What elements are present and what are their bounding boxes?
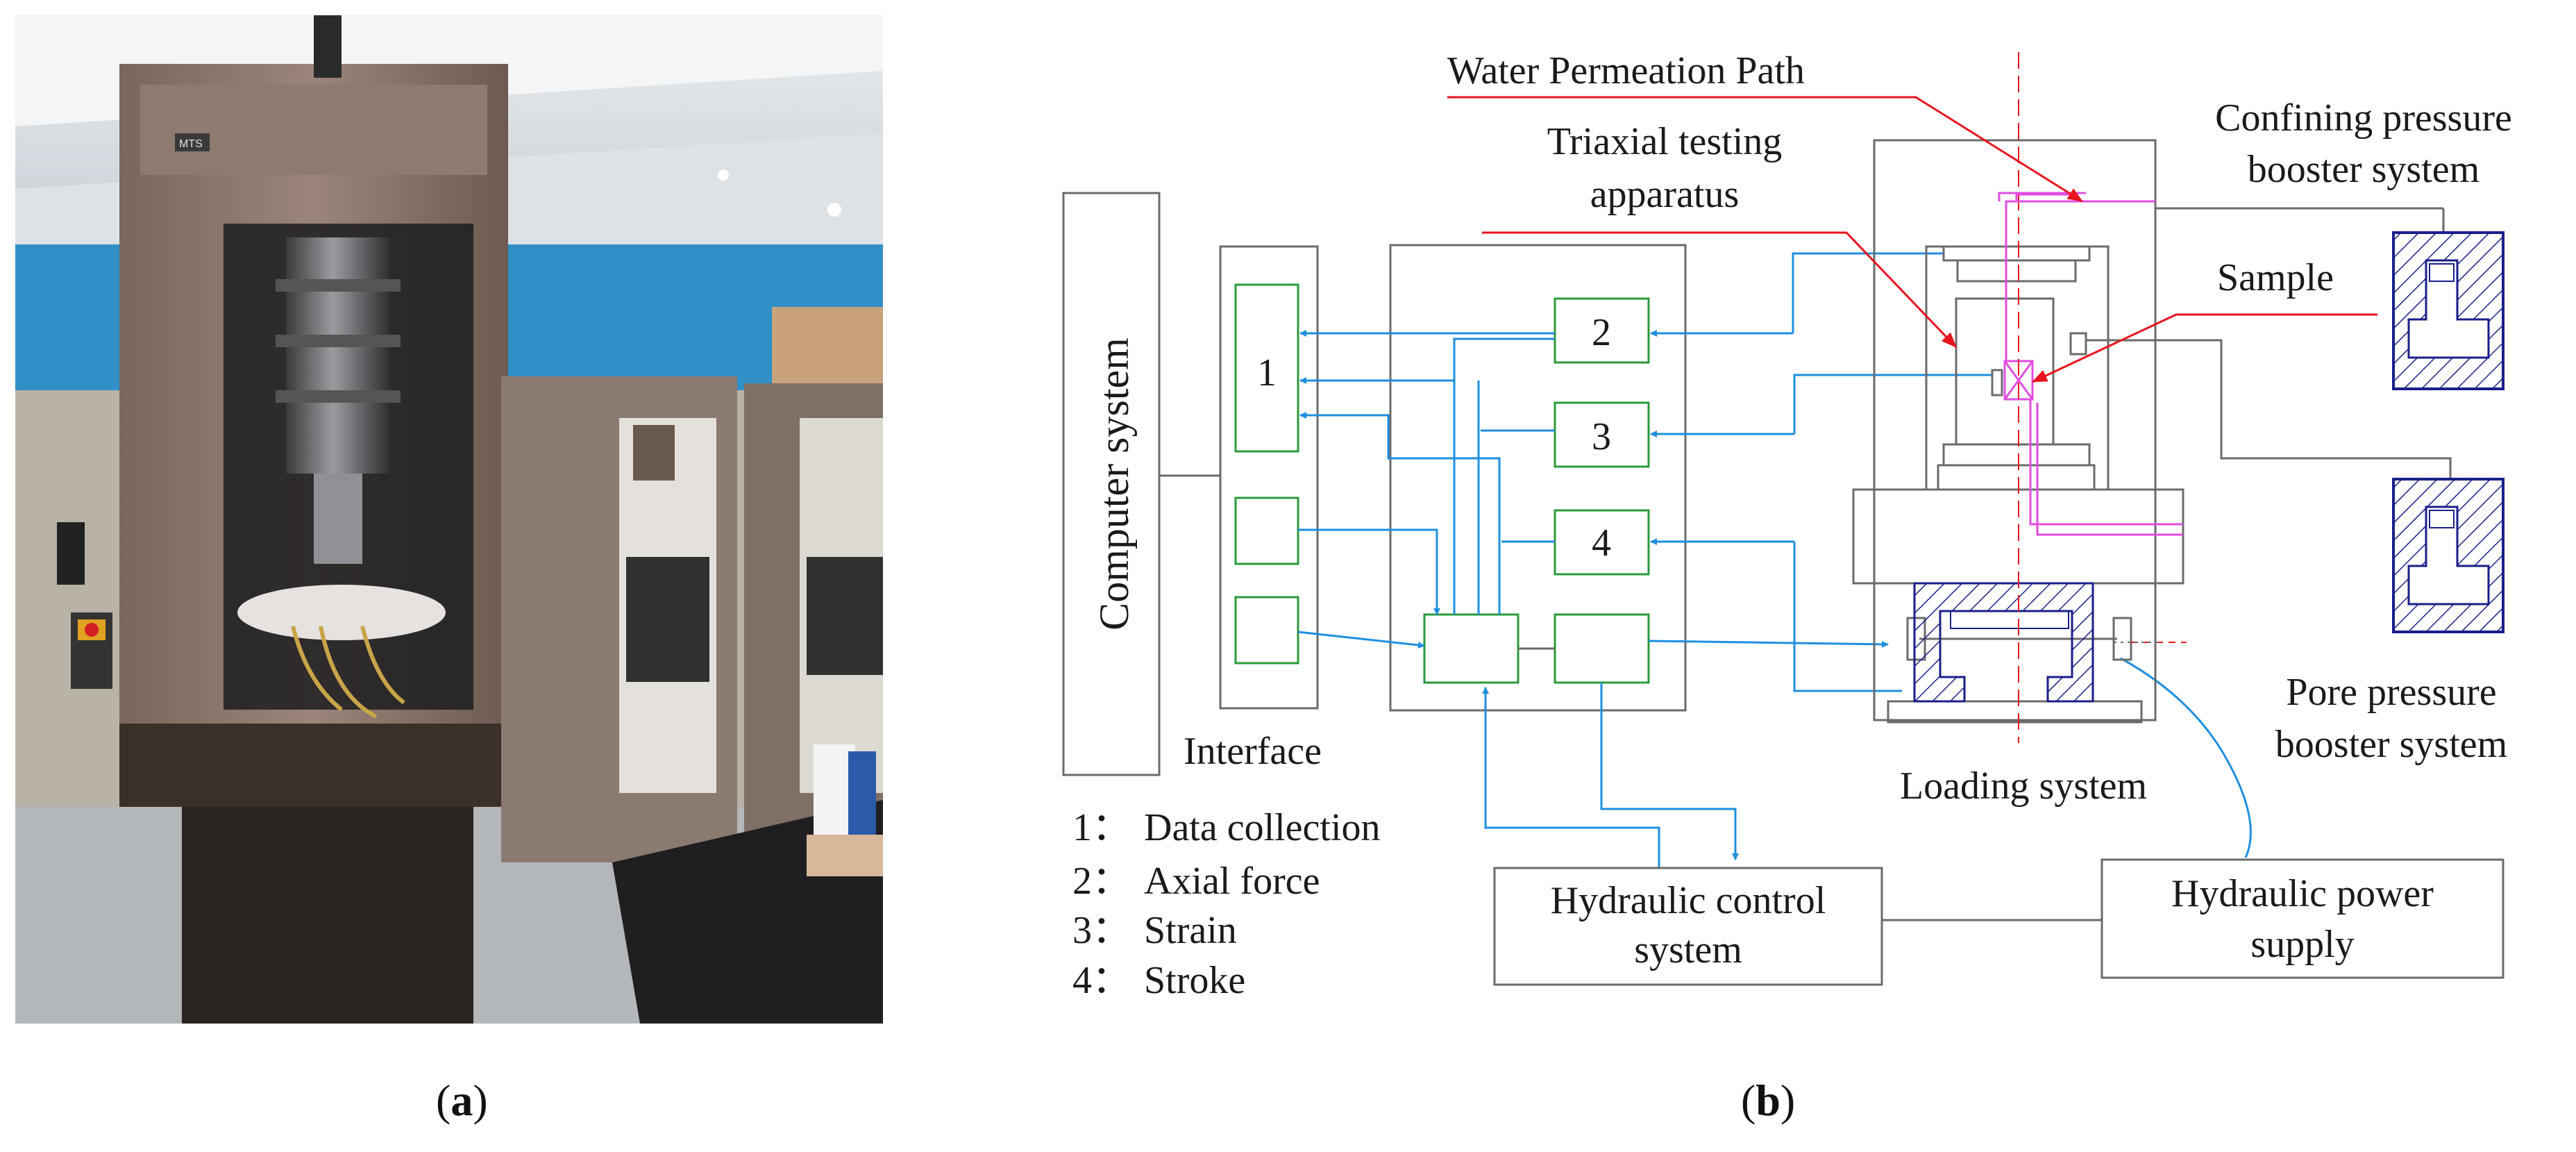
pore-label-line2: booster system (2275, 723, 2507, 766)
module-2-label: 2 (1592, 311, 1611, 354)
hydraulic-control-line2: system (1634, 928, 1742, 971)
legend-label-2: Axial force (1144, 860, 1320, 903)
hydraulic-power-line2: supply (2250, 923, 2354, 966)
pore-label-line1: Pore pressure (2286, 671, 2496, 714)
module-4-label: 4 (1592, 521, 1611, 565)
output-unit-box (1554, 613, 1650, 684)
photo-triaxial-machine: MTS (15, 15, 883, 1024)
legend-label-3: Strain (1144, 909, 1237, 952)
hydraulic-power-box (2101, 858, 2505, 979)
module-1-label: 1 (1257, 351, 1277, 394)
module-1-box (1234, 283, 1299, 453)
hydraulic-power-line1: Hydraulic power (2171, 872, 2434, 915)
sample-label: Sample (2217, 256, 2334, 299)
legend-label-1: Data collection (1144, 806, 1381, 849)
water-path-label: Water Permeation Path (1447, 49, 1805, 92)
photo-badge: MTS (179, 138, 203, 150)
interface-port-b (1234, 596, 1299, 665)
legend-num-4: 4： (1072, 959, 1131, 1002)
callout-lines (1447, 96, 2377, 383)
interface-box (1219, 245, 1319, 710)
legend: 1： Data collection 2： Axial force 3： Str… (1072, 806, 1381, 1002)
confining-label-line2: booster system (2248, 148, 2480, 191)
loading-piston (1913, 582, 2094, 703)
triaxial-label-line1: Triaxial testing (1547, 120, 1783, 163)
permeation-lines (1998, 192, 2183, 536)
pore-booster-icon (2392, 478, 2505, 633)
hydraulic-control-line1: Hydraulic control (1551, 879, 1826, 922)
controller-unit-box (1423, 613, 1519, 684)
module-3-box (1554, 401, 1650, 468)
computer-system-box (1062, 192, 1161, 776)
legend-label-4: Stroke (1144, 959, 1245, 1002)
interface-port-a (1234, 496, 1299, 565)
controller-frame (1389, 244, 1687, 712)
confining-booster-icon (2392, 231, 2505, 390)
computer-system-label: Computer system (1091, 337, 1137, 631)
caption-a: (a) (436, 1076, 488, 1125)
caption-b: (b) (1741, 1076, 1796, 1125)
triaxial-label-line2: apparatus (1590, 173, 1740, 216)
module-3-label: 3 (1592, 415, 1611, 458)
legend-num-2: 2： (1072, 860, 1131, 903)
module-2-box (1554, 297, 1650, 364)
signal-lines (1297, 252, 2252, 868)
loading-system-label: Loading system (1900, 765, 2147, 808)
photo-panel-a: MTS (15, 15, 883, 1024)
hydraulic-control-box (1493, 867, 1883, 986)
legend-num-1: 1： (1072, 806, 1131, 849)
interface-label: Interface (1184, 730, 1322, 773)
legend-num-3: 3： (1072, 909, 1131, 952)
confining-label-line1: Confining pressure (2215, 97, 2512, 140)
